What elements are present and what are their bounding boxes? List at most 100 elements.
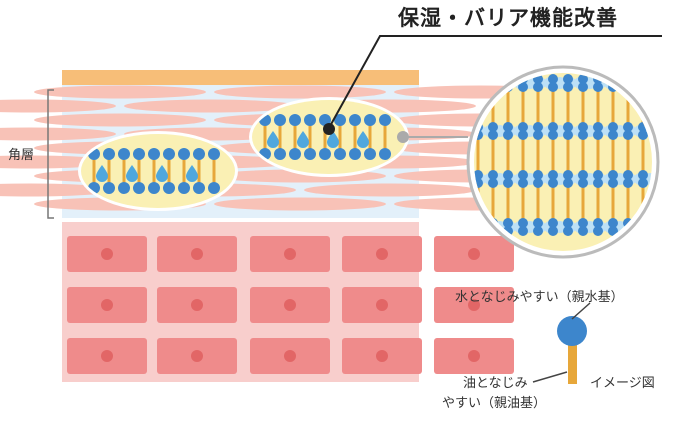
zoom-origin-dot [397, 131, 409, 143]
lipid-head [638, 82, 648, 92]
corneocyte [214, 85, 386, 99]
lipid-head [593, 178, 603, 188]
pointer-dot [323, 123, 335, 135]
lipid-tail [152, 154, 156, 188]
lipid-tail [521, 131, 525, 179]
lipid-head [349, 148, 361, 160]
lipid-tail [596, 179, 600, 227]
lipid-head [608, 122, 618, 132]
water-drop-icon [126, 165, 138, 182]
water-drop-icon [186, 165, 198, 182]
cell-nucleus [191, 248, 203, 260]
water-bead [654, 221, 666, 233]
lipid-head [533, 178, 543, 188]
lipid-tail [657, 83, 660, 131]
lipid-head [274, 148, 286, 160]
lipid-tail [626, 131, 630, 179]
lipid-head [548, 130, 558, 140]
lipid-head [488, 170, 498, 180]
lipid-tail [581, 83, 585, 131]
corneocyte [304, 183, 476, 197]
lipid-head [488, 130, 498, 140]
lipid-head [319, 114, 331, 126]
lipid-head [349, 114, 361, 126]
lipid-head [653, 74, 663, 84]
lipid-head [178, 182, 190, 194]
lipid-head [533, 226, 543, 236]
lipid-tail [167, 154, 171, 188]
lipid-head [653, 226, 663, 236]
lipid-head [289, 148, 301, 160]
lipid-head [533, 130, 543, 140]
lipid-head [593, 122, 603, 132]
magnified-lamella [466, 65, 666, 259]
lipid-head [578, 82, 588, 92]
lipid-head [653, 122, 663, 132]
lipid-head [638, 74, 648, 84]
lipid-head [133, 182, 145, 194]
lipid-head [518, 178, 528, 188]
lipid-tail [197, 154, 201, 188]
water-bead [624, 77, 636, 89]
lipid-head [593, 82, 603, 92]
lipophilic-leader [532, 371, 568, 383]
lipid-tail [581, 131, 585, 179]
lipid-head [118, 148, 130, 160]
lipid-head [653, 82, 663, 92]
lipid-head [518, 82, 528, 92]
lipid-tail [551, 83, 555, 131]
lipid-head [578, 130, 588, 140]
cell-nucleus [468, 350, 480, 362]
lipid-head [563, 74, 573, 84]
lipid-head [548, 74, 558, 84]
cell-nucleus [101, 248, 113, 260]
water-bead [634, 77, 646, 89]
lipid-head [623, 178, 633, 188]
lipid-tail [182, 154, 186, 188]
lipid-tail [536, 83, 540, 131]
lipid-tail [566, 179, 570, 227]
lipid-head [563, 130, 573, 140]
lipid-head [474, 170, 483, 180]
cell-nucleus [191, 350, 203, 362]
corneocyte [0, 99, 116, 113]
lipid-tail [596, 83, 600, 131]
lipid-tail [293, 120, 297, 154]
lipid-tail [383, 120, 387, 154]
cell-nucleus [284, 248, 296, 260]
lipid-head [533, 82, 543, 92]
lipid-head [593, 130, 603, 140]
lipid-head [548, 82, 558, 92]
lipid-head [163, 148, 175, 160]
cell-nucleus [468, 248, 480, 260]
lipid-head [623, 170, 633, 180]
water-bead [644, 77, 652, 89]
lipid-tail [491, 179, 495, 227]
lipid-head [653, 218, 663, 228]
lipid-head [193, 148, 205, 160]
water-drop-icon [357, 131, 369, 148]
lipid-head [178, 148, 190, 160]
cell-nucleus [284, 350, 296, 362]
stratum-corneum-label: 角層 [8, 148, 35, 163]
lipid-head [488, 74, 498, 84]
lipid-head [103, 182, 115, 194]
lipid-tail [212, 154, 216, 188]
lipid-head [578, 226, 588, 236]
lipid-head [334, 148, 346, 160]
lipid-head [274, 114, 286, 126]
cell-nucleus [376, 350, 388, 362]
lipid-head [518, 122, 528, 132]
lipid-head [148, 182, 160, 194]
water-drop-icon [156, 165, 168, 182]
lipophilic-label-line2: やすい（親油基） [442, 396, 547, 411]
lipid-head [518, 170, 528, 180]
lipid-head [319, 148, 331, 160]
lipid-head [533, 218, 543, 228]
lipid-head [503, 170, 513, 180]
lipid-tail [521, 83, 525, 131]
lipid-head [163, 182, 175, 194]
water-bead [654, 77, 666, 89]
lipophilic-label-line1: 油となじみ [463, 376, 528, 391]
